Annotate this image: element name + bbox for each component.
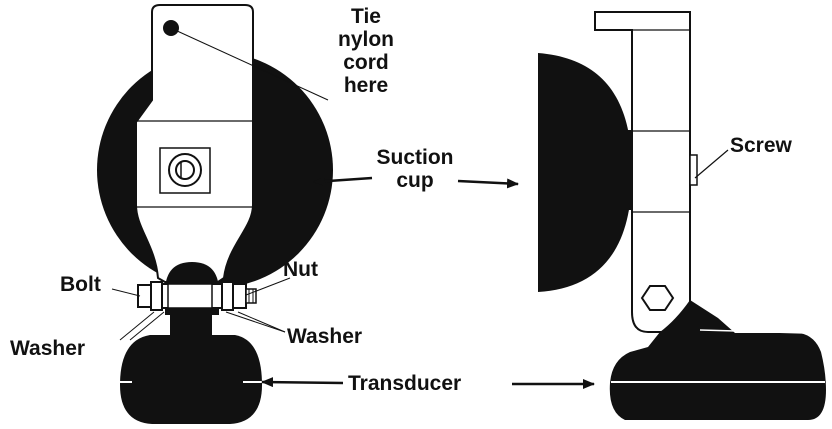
label-nut: Nut [283, 258, 318, 281]
leader-washer-left-b [129, 311, 165, 341]
transducer-side [609, 300, 826, 420]
washer-right-part [221, 281, 234, 311]
label-screw: Screw [730, 134, 792, 157]
label-transducer: Transducer [348, 372, 462, 395]
suction-cup-side [538, 53, 632, 292]
label-bolt: Bolt [60, 273, 101, 296]
leader-washer-right-a [225, 311, 286, 333]
side-view [538, 11, 826, 420]
arrow-left-icon [313, 176, 373, 187]
bracket-front [135, 4, 254, 283]
arrows [261, 176, 595, 389]
nut-part [232, 283, 247, 309]
front-view [97, 4, 333, 424]
leader-bolt [111, 288, 141, 297]
transducer-front [120, 335, 262, 424]
label-tie-cord: Tie nylon cord here [338, 5, 394, 97]
suction-cup-stem [622, 130, 632, 210]
label-suction-cup: Suction cup [376, 146, 454, 192]
center-screw-inner [175, 160, 195, 180]
leaders [111, 29, 729, 341]
hexagon-nut-icon [640, 285, 675, 311]
leader-washer-right-b [237, 311, 286, 333]
bolt-shaft-inner [167, 283, 213, 309]
arrow-left-icon [261, 377, 344, 388]
label-washer-left: Washer [10, 337, 86, 360]
leader-washer-left-a [119, 311, 155, 341]
leader-tie-cord [174, 29, 329, 101]
tie-hole [163, 20, 179, 36]
center-screw-outer [168, 153, 202, 187]
arrow-right-icon [457, 178, 519, 189]
bolt-thread [245, 288, 257, 304]
washer-left-part [150, 281, 163, 311]
leader-nut [245, 277, 291, 296]
leader-screw [694, 149, 729, 179]
screw-head-icon [689, 154, 698, 186]
label-washer-right: Washer [287, 325, 363, 348]
